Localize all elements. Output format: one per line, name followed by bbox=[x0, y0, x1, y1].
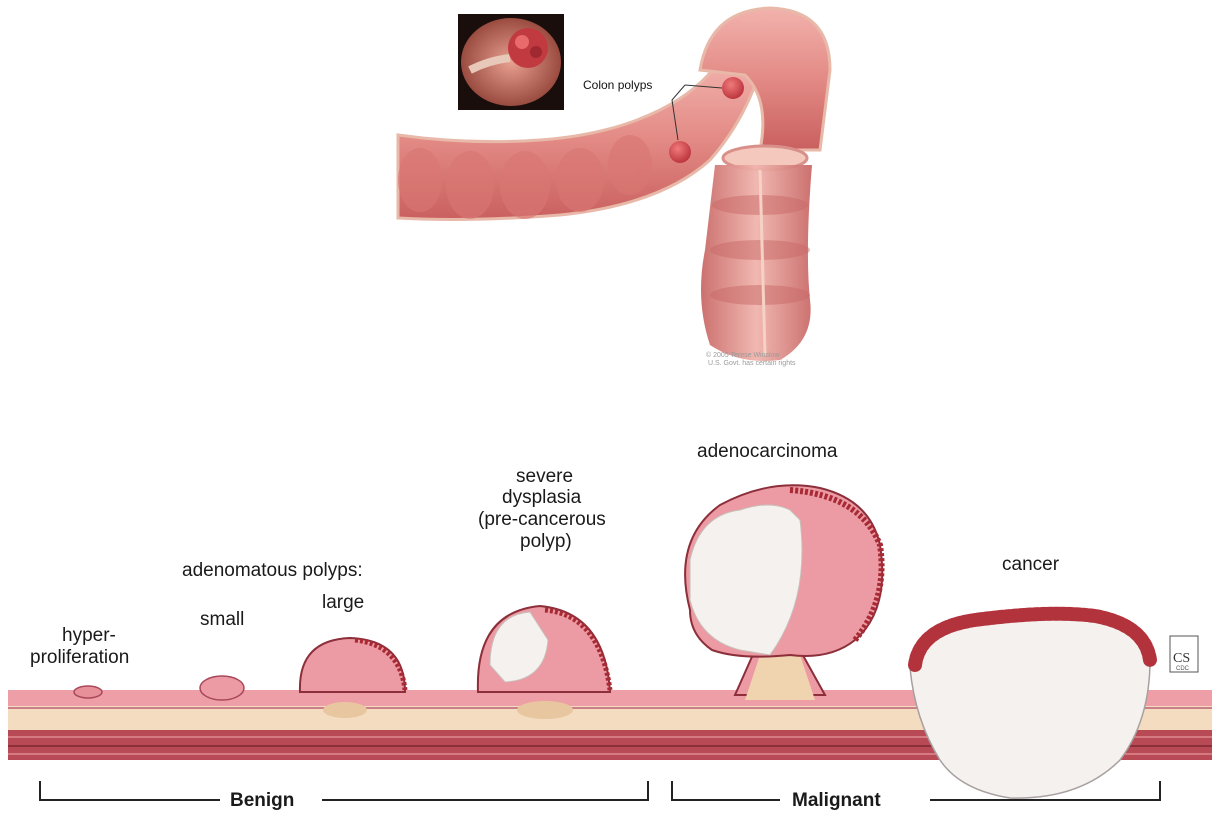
descending-colon bbox=[701, 165, 812, 361]
small-polyp bbox=[200, 676, 244, 700]
label-pre-cancerous: (pre-cancerous bbox=[478, 509, 606, 530]
endoscopy-photo bbox=[458, 14, 564, 110]
label-cancer: cancer bbox=[1002, 554, 1060, 575]
colon-illustration: Colon polyps © 2005 Terese Winslow U.S. … bbox=[398, 8, 830, 367]
label-polyp: polyp) bbox=[520, 531, 572, 552]
large-polyp bbox=[300, 638, 405, 692]
label-adenomatous-polyps: adenomatous polyps: bbox=[182, 560, 363, 581]
label-small: small bbox=[200, 609, 244, 630]
label-hyper: hyper- bbox=[62, 625, 116, 646]
progression-diagram: CS CDC hyper- proliferation adenomatous … bbox=[8, 441, 1212, 811]
credit-line-1: © 2005 Terese Winslow bbox=[706, 351, 780, 359]
malignant-bracket: Malignant bbox=[672, 781, 1160, 811]
hyperproliferation-bump bbox=[74, 686, 102, 698]
colon-polyp bbox=[669, 141, 691, 163]
label-dysplasia: dysplasia bbox=[502, 487, 582, 508]
credit-line-2: U.S. Govt. has certain rights bbox=[708, 360, 796, 367]
callout-label: Colon polyps bbox=[583, 78, 652, 92]
label-severe: severe bbox=[516, 466, 573, 487]
label-large: large bbox=[322, 592, 364, 613]
benign-bracket: Benign bbox=[40, 781, 648, 811]
label-adenocarcinoma: adenocarcinoma bbox=[697, 441, 838, 462]
benign-label: Benign bbox=[230, 790, 294, 811]
colon-polyp bbox=[722, 77, 744, 99]
cdc-logo-letters: CS bbox=[1173, 651, 1190, 666]
cdc-logo-caption: CDC bbox=[1176, 666, 1190, 672]
malignant-label: Malignant bbox=[792, 790, 881, 811]
cdc-logo: CS CDC bbox=[1170, 636, 1198, 672]
cancer-mass bbox=[910, 616, 1150, 798]
label-proliferation: proliferation bbox=[30, 647, 129, 668]
